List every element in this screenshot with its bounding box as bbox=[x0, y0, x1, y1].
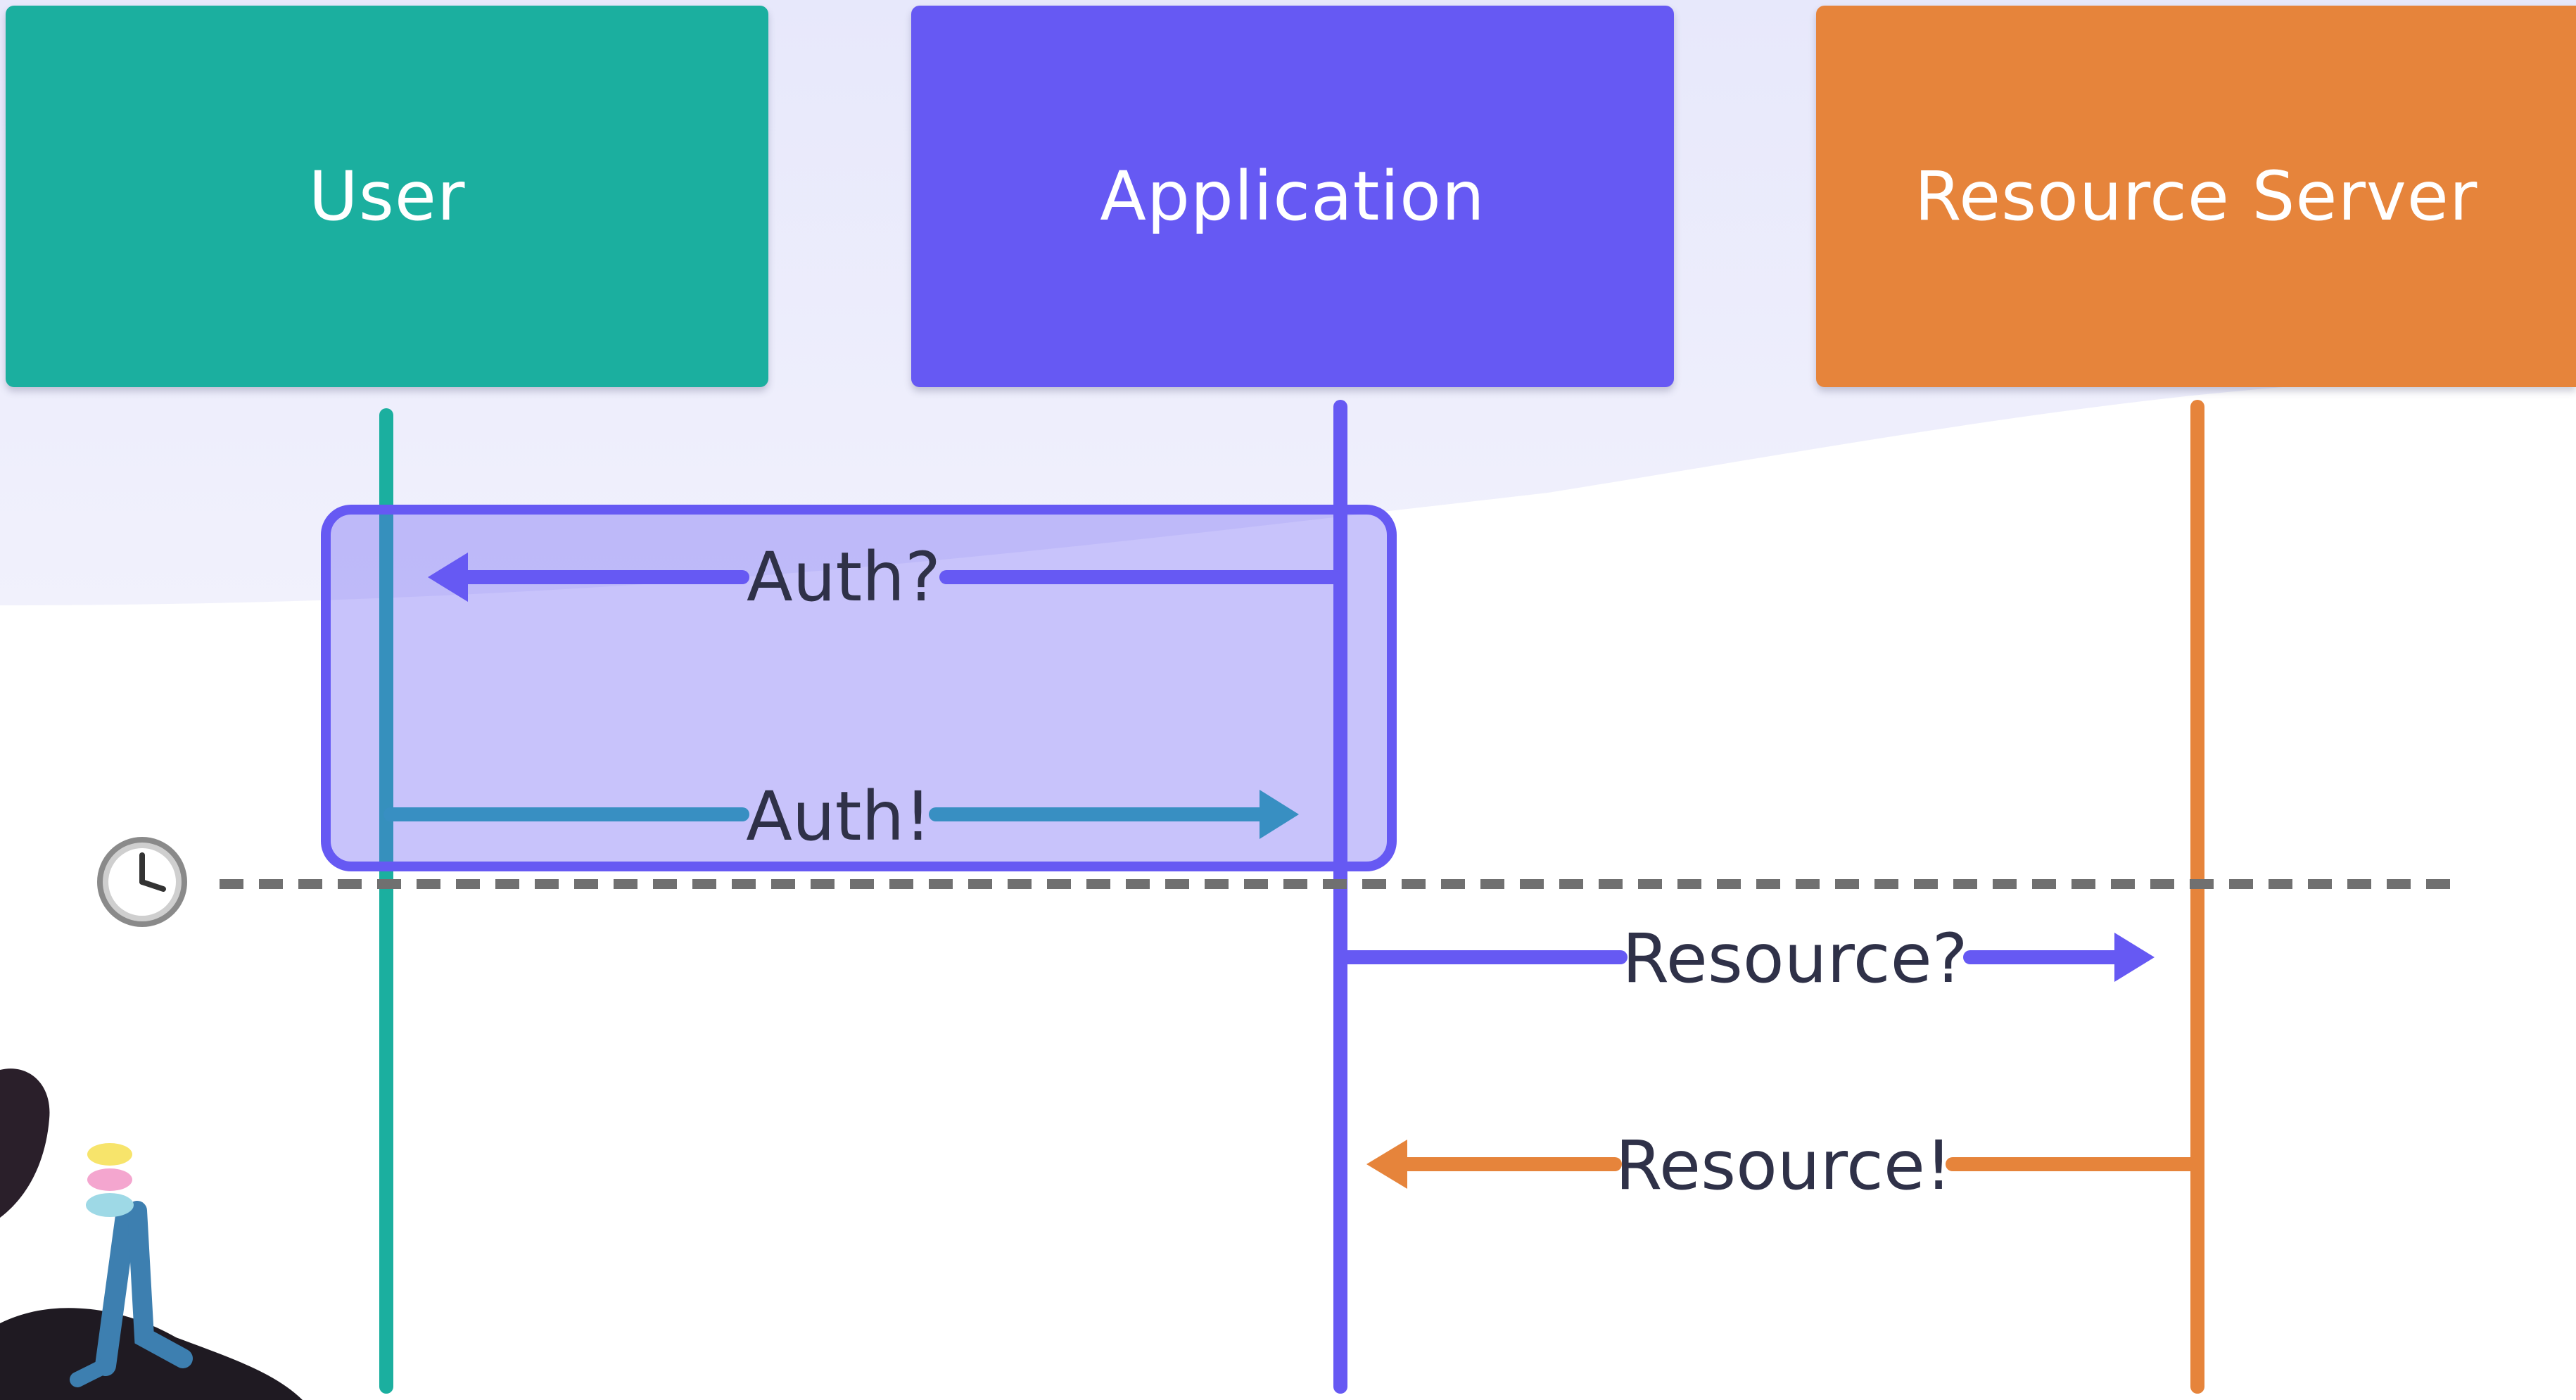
participant-resource-server-label: Resource Server bbox=[1914, 157, 2478, 236]
participant-user: User bbox=[6, 6, 768, 387]
participant-application-label: Application bbox=[1100, 157, 1485, 236]
participant-application: Application bbox=[911, 6, 1674, 387]
arrow-auth-response bbox=[383, 790, 1299, 839]
message-auth-response-label: Auth! bbox=[746, 777, 932, 856]
message-auth-request-label: Auth? bbox=[747, 538, 941, 617]
auth-highlight-box bbox=[321, 505, 1397, 871]
arrow-resource-response bbox=[1366, 1140, 2200, 1189]
clock-icon bbox=[97, 837, 187, 927]
participant-resource-server: Resource Server bbox=[1816, 6, 2576, 387]
message-resource-response-label: Resource! bbox=[1615, 1126, 1953, 1205]
arrow-auth-request bbox=[428, 553, 1340, 602]
macaron-stack-icon bbox=[0, 1068, 303, 1400]
arrow-resource-request bbox=[1338, 933, 2155, 982]
message-resource-request-label: Resource? bbox=[1622, 919, 1968, 998]
participant-user-label: User bbox=[308, 157, 466, 236]
